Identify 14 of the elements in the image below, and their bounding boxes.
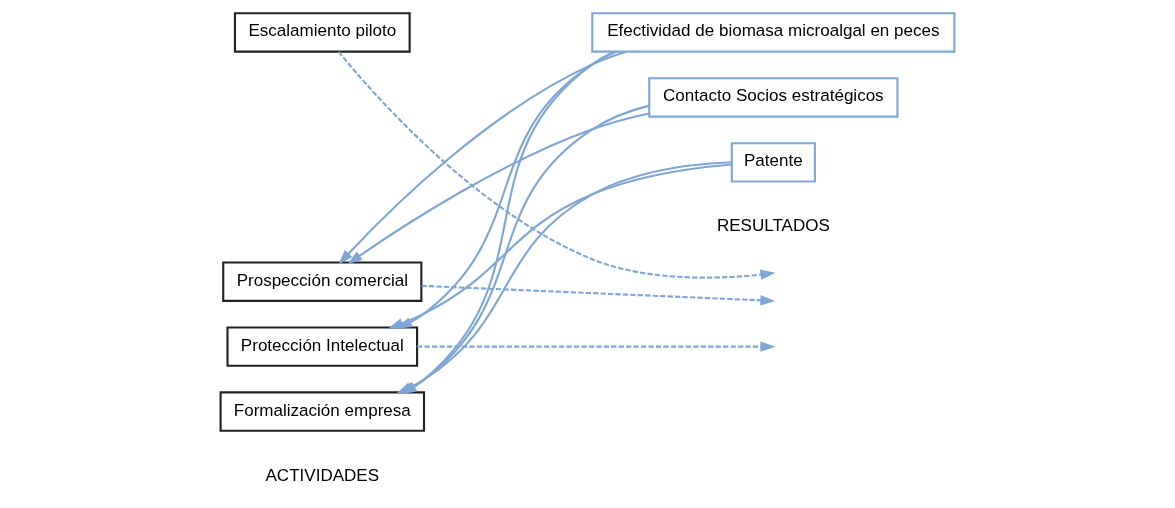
node-box: Contacto Socios estratégicos — [648, 76, 899, 118]
node-box: Protección Intelectual — [226, 325, 419, 367]
label: RESULTADOS — [716, 215, 830, 235]
node-box: Prospección comercial — [222, 260, 423, 302]
arrow — [417, 340, 776, 352]
label: ACTIVIDADES — [265, 465, 380, 485]
arrow — [337, 50, 776, 280]
arrow — [347, 112, 650, 264]
node-box: Efectividad de biomasa microalgal en peces — [591, 11, 956, 53]
node-box: Formalización empresa — [219, 390, 426, 432]
node-box: Patente — [730, 141, 816, 183]
arrow — [421, 284, 776, 306]
node-box: Escalamiento piloto — [233, 11, 411, 53]
arrow — [338, 50, 627, 265]
